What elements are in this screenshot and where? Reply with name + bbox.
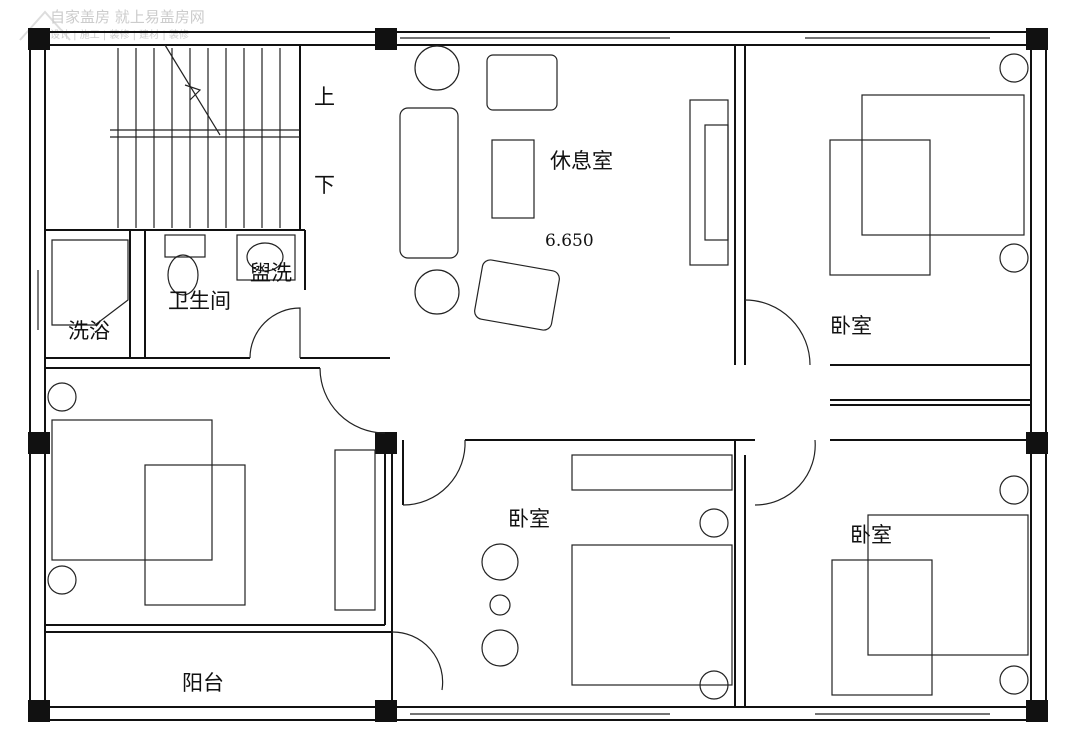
lounge-furniture [399, 45, 729, 331]
columns [28, 28, 1048, 722]
stair-down-label: 下 [314, 173, 335, 197]
svg-text:自家盖房 就上易盖房网: 自家盖房 就上易盖房网 [50, 8, 205, 26]
bedroom-right-top-label: 卧室 [830, 314, 872, 338]
bathroom-fixtures [51, 234, 296, 326]
doors [249, 299, 816, 691]
shower-label: 洗浴 [68, 319, 110, 343]
bedroom-right-bottom-label: 卧室 [850, 523, 892, 547]
walls [29, 31, 1047, 721]
windows [37, 37, 990, 715]
lounge-label: 休息室 [550, 149, 613, 173]
stair-up-label: 上 [314, 85, 335, 109]
washroom-label: 盥洗 [250, 261, 292, 285]
bathroom-label: 卫生间 [168, 289, 231, 313]
elevation-label: 6.650 [545, 231, 594, 251]
staircase [110, 44, 300, 228]
room-labels: 上 下 休息室 6.650 卫生间 盥洗 洗浴 卧室 卧室 卧室 阳台 [68, 85, 892, 695]
svg-text:设计 | 施工 | 装修 | 建材 | 装修: 设计 | 施工 | 装修 | 建材 | 装修 [50, 28, 189, 41]
bedroom-middle-label: 卧室 [508, 507, 550, 531]
beds [47, 53, 1029, 700]
balcony-label: 阳台 [182, 671, 224, 695]
